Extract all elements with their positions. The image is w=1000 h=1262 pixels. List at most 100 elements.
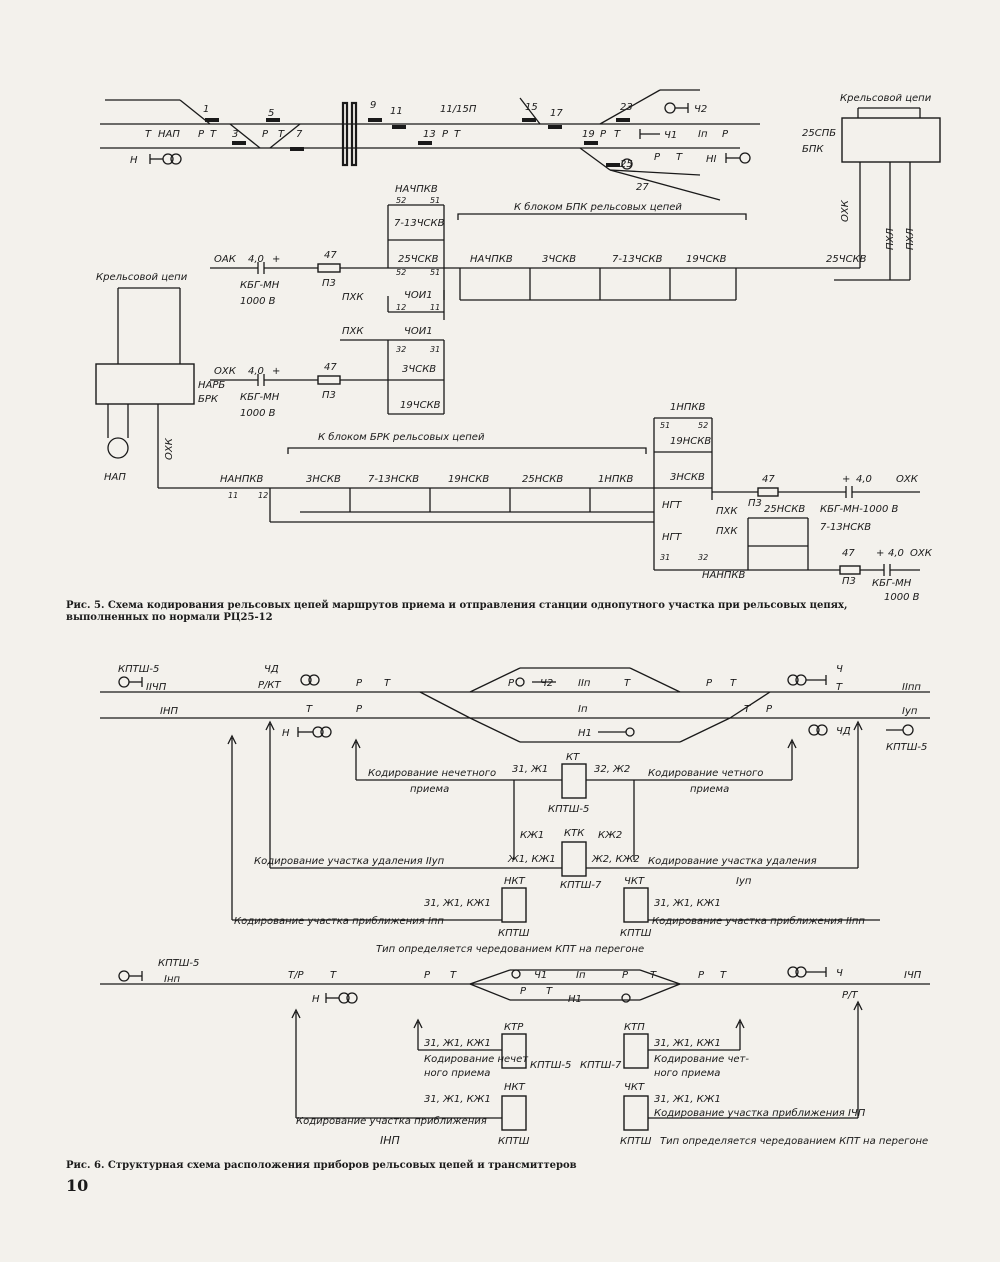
track-label: Р (654, 152, 661, 163)
transmitter-box (623, 1033, 649, 1069)
fig5-lower-relay-group: К блоком БРК рельсовых цепей НАНПКВ 3НСК… (158, 402, 933, 603)
coding-label: Кодирование участка приближения (296, 1115, 487, 1127)
code-label: 31, Ж1, КЖ1 (654, 1094, 721, 1105)
bpk-box (841, 117, 941, 163)
group-header: К блоком БПК рельсовых цепей (514, 201, 682, 213)
fig5-middle-relay-group: ПХК ЧОИ1 3ЧСКВ 19ЧСКВ 32 31 ОХК 4,0 + 47… (210, 326, 445, 419)
fuse-number: 47 (324, 250, 337, 261)
code-label: 31, Ж1, КЖ1 (424, 1038, 491, 1049)
fig5-track-labels: 1 5 9 11 11/15П 15 17 23 3 7 13 19 25 27… (130, 100, 729, 193)
transmitter-label: КПТШ (498, 1136, 530, 1147)
switch-number: 19 (582, 129, 595, 140)
transmitter-label: КПТШ-7 (580, 1060, 622, 1071)
coding-label: Кодирование участка приближения IЧП (654, 1107, 866, 1119)
track-label: Т (720, 970, 727, 981)
fuse-number: 47 (324, 362, 337, 373)
track-label: Т (145, 129, 152, 140)
switch-number: 5 (268, 108, 274, 119)
cap-sign: + (272, 366, 280, 377)
transmitter-box (561, 841, 587, 877)
track-label: Т (676, 152, 683, 163)
cap-sign: + (842, 474, 850, 485)
contact-label: 31 (430, 345, 440, 354)
cap-value: 4,0 (888, 548, 904, 559)
bus-label: ОХК (840, 199, 851, 222)
signal-label: Р/КТ (258, 680, 281, 691)
track-label: Т (306, 704, 313, 715)
fuse-number: 47 (762, 474, 775, 485)
track-label: Iп (578, 704, 588, 715)
coding-label: Кодирование чет- (654, 1054, 749, 1065)
track-label: Р/Т (842, 990, 858, 1001)
block-name: НАРБ (198, 380, 225, 391)
transmitter-label: КПТШ-5 (886, 742, 927, 753)
track-label: Р (356, 704, 363, 715)
track-label: IIпп (902, 682, 921, 693)
cap-sign: + (272, 254, 280, 265)
cap-type: КБГ-МН (872, 578, 912, 589)
cap-type: КБГ-МН-1000 В (820, 504, 899, 515)
signal-label: ЧД (264, 664, 279, 675)
transmitter-label: КПТШ-7 (560, 880, 602, 891)
fig6-upper-track (100, 667, 930, 743)
track-label: Т (384, 678, 391, 689)
contact-label: 12 (258, 491, 268, 500)
transmitter-box (561, 763, 587, 799)
code-label: 31, Ж1 (512, 764, 548, 775)
track-label: Т (454, 129, 461, 140)
transmitter-label: КПТШ (620, 1136, 652, 1147)
fuse-icon (317, 375, 341, 385)
transmitter-box (501, 1033, 527, 1069)
block-name: 25СПБ (802, 128, 836, 139)
contact-label: 52 (396, 196, 406, 205)
fuse-name: П3 (322, 278, 336, 289)
track-label: Р (706, 678, 713, 689)
contact-label: 11 (430, 303, 440, 312)
track-label: Р (766, 704, 773, 715)
track-label: Iп (576, 970, 586, 981)
source-label: ОХК (214, 366, 237, 377)
transmitter-label: ЧКТ (624, 1082, 645, 1093)
fuse-icon (839, 565, 861, 575)
signal-label: Ч2 (540, 678, 553, 689)
relay-label: НАНПКВ (220, 474, 263, 485)
cap-value: 4,0 (856, 474, 872, 485)
contact-label: 52 (698, 421, 708, 430)
fuse-name: П3 (322, 390, 336, 401)
cap-voltage: 1000 В (240, 408, 276, 419)
relay-label: 19ЧСКВ (400, 400, 441, 411)
transmitter-label: КПТШ-5 (158, 958, 199, 969)
signal-label: Н (312, 994, 320, 1005)
code-label: 31, Ж1, КЖ1 (654, 1038, 721, 1049)
relay-label: 25НСКВ (764, 504, 805, 515)
cap-value: 4,0 (248, 366, 264, 377)
contact-label: 31 (660, 553, 670, 562)
fuse-icon (317, 263, 341, 273)
figure5-caption: Рис. 5. Схема кодирования рельсовых цепе… (66, 600, 848, 623)
switch-number: 11/15П (440, 104, 477, 115)
code-label: КЖ1 (520, 830, 544, 841)
track-label: Т (730, 678, 737, 689)
switch-number: 25 (620, 159, 633, 170)
transmitter-box (501, 887, 527, 923)
switch-number: 3 (232, 129, 238, 140)
track-label: Р (262, 129, 269, 140)
track-label: Р (520, 986, 527, 997)
fig5-upper-relay-group: НАЧПКВ 7-13ЧСКВ 25ЧСКВ ЧОИ1 52 51 52 51 … (210, 184, 910, 320)
cap-sign: + (876, 548, 884, 559)
bus-label: ПХЛ (905, 228, 916, 250)
contact-label: 51 (430, 268, 440, 277)
transmitter-box (623, 887, 649, 923)
relay-label: 25ЧСКВ (398, 254, 439, 265)
track-label: Р (198, 129, 205, 140)
contact-label: 32 (698, 553, 708, 562)
track-label: Р (424, 970, 431, 981)
code-label: 31, Ж1, КЖ1 (424, 898, 491, 909)
coding-label: Кодирование четного (648, 768, 763, 779)
relay-label: НГТ (662, 532, 682, 543)
relay-label: 19НСКВ (448, 474, 489, 485)
relay-label: 19ЧСКВ (686, 254, 727, 265)
track-label: Т (546, 986, 553, 997)
transmitter-label: КПТШ (498, 928, 530, 939)
